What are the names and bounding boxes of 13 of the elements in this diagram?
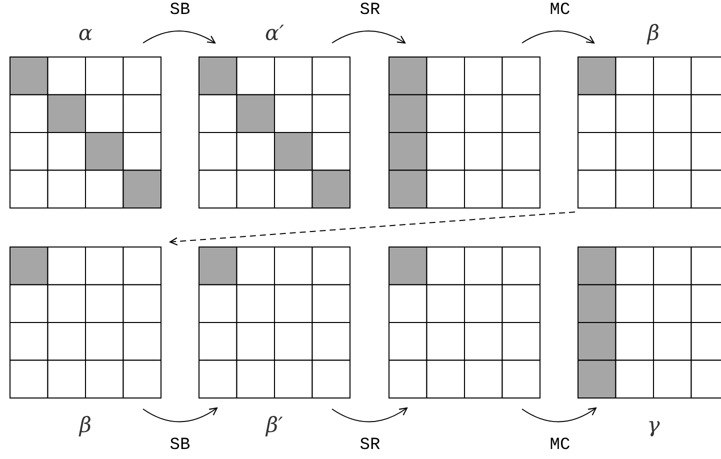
state-label: α [78, 21, 93, 45]
arrow [142, 30, 216, 44]
arrow [142, 407, 218, 422]
arrow [522, 30, 595, 44]
state-label: β [647, 21, 660, 45]
arrow [522, 407, 597, 422]
arrow [332, 30, 406, 44]
arrow [169, 212, 576, 246]
state-label: β [79, 413, 92, 437]
arrow [332, 407, 408, 422]
state-label: α′ [265, 21, 284, 45]
state-label: γ [647, 413, 660, 437]
state-label: β′ [266, 413, 283, 437]
